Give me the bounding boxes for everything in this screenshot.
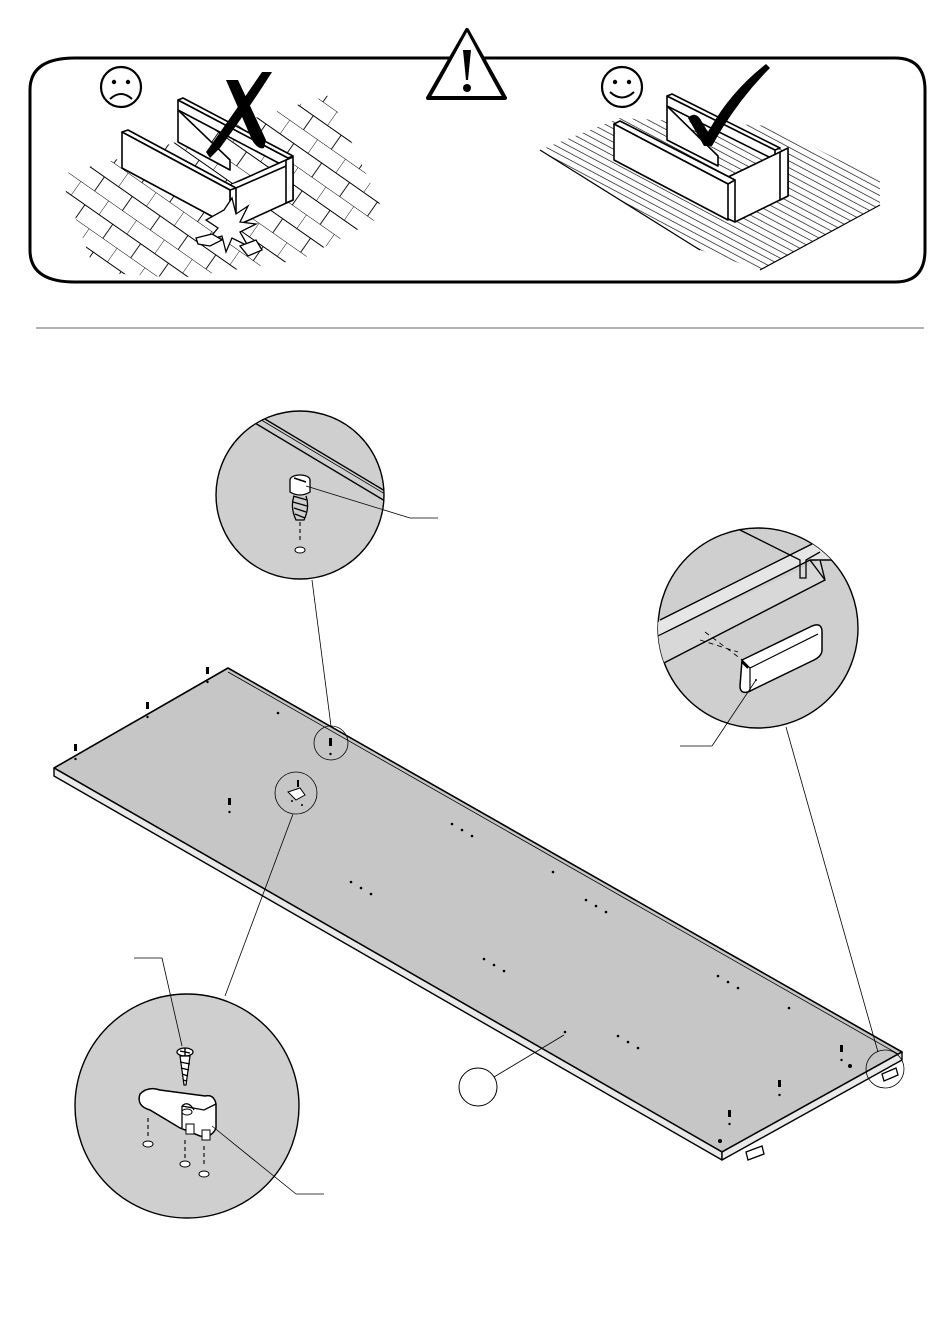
smiley-face-icon [602, 67, 642, 107]
detail-bracket-screw [75, 958, 324, 1218]
detail-cam-dowel [216, 410, 438, 579]
detail-end-cap [640, 528, 880, 746]
warning-banner [30, 30, 925, 285]
sad-face-icon [101, 67, 141, 107]
